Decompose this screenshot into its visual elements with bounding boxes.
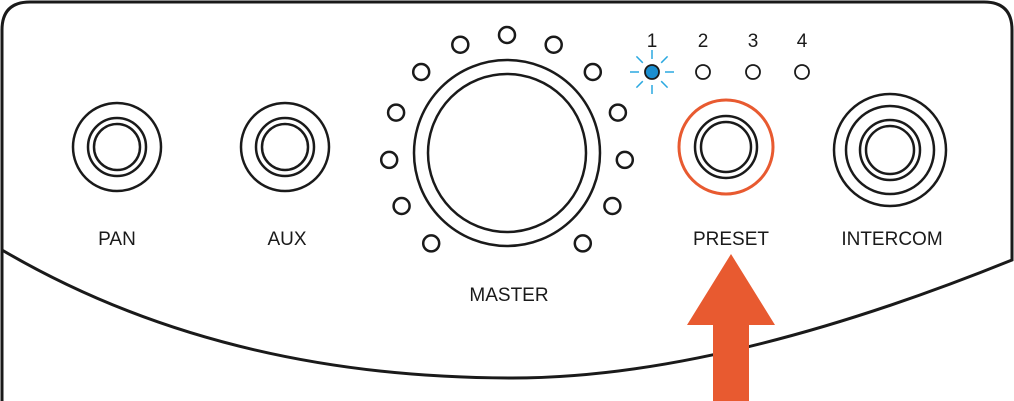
- aux-label: AUX: [267, 229, 306, 250]
- master-level-led: [608, 103, 628, 122]
- pan-knob[interactable]: [71, 101, 163, 193]
- pan-label: PAN: [98, 229, 136, 250]
- master-level-led: [379, 150, 399, 170]
- master-level-led: [386, 103, 406, 122]
- led-glow-ray: [660, 80, 669, 89]
- led-indicator-icon: [644, 64, 660, 80]
- master-level-led: [583, 62, 603, 82]
- master-level-led: [573, 234, 593, 253]
- led-glow-ray: [660, 55, 669, 64]
- master-level-led: [421, 234, 441, 253]
- led-indicator-icon: [794, 64, 810, 80]
- master-level-led: [603, 196, 622, 216]
- master-level-led: [392, 196, 411, 216]
- aux-knob[interactable]: [239, 101, 331, 193]
- master-level-led: [411, 62, 431, 82]
- preset-number-2: 2: [698, 31, 709, 52]
- master-label: MASTER: [469, 285, 548, 306]
- led-indicator-icon: [745, 64, 761, 80]
- led-glow-ray: [635, 55, 644, 64]
- led-glow-ray: [635, 80, 644, 89]
- intercom-button[interactable]: [832, 92, 948, 208]
- preset-indicator-row: 1 2 3 4: [630, 31, 810, 94]
- master-level-led: [497, 25, 517, 45]
- led-indicator-icon: [695, 64, 711, 80]
- master-level-led: [451, 35, 470, 54]
- preset-label: PRESET: [693, 229, 769, 250]
- preset-number-3: 3: [748, 31, 759, 52]
- master-level-led: [615, 150, 635, 170]
- master-knob[interactable]: [412, 58, 602, 248]
- preset-number-1: 1: [647, 31, 658, 52]
- preset-button[interactable]: [677, 98, 775, 196]
- preset-number-4: 4: [797, 31, 808, 52]
- master-level-ring: [379, 25, 635, 253]
- arrow-up-icon: [687, 254, 775, 401]
- master-level-led: [544, 35, 563, 54]
- intercom-label: INTERCOM: [841, 229, 942, 250]
